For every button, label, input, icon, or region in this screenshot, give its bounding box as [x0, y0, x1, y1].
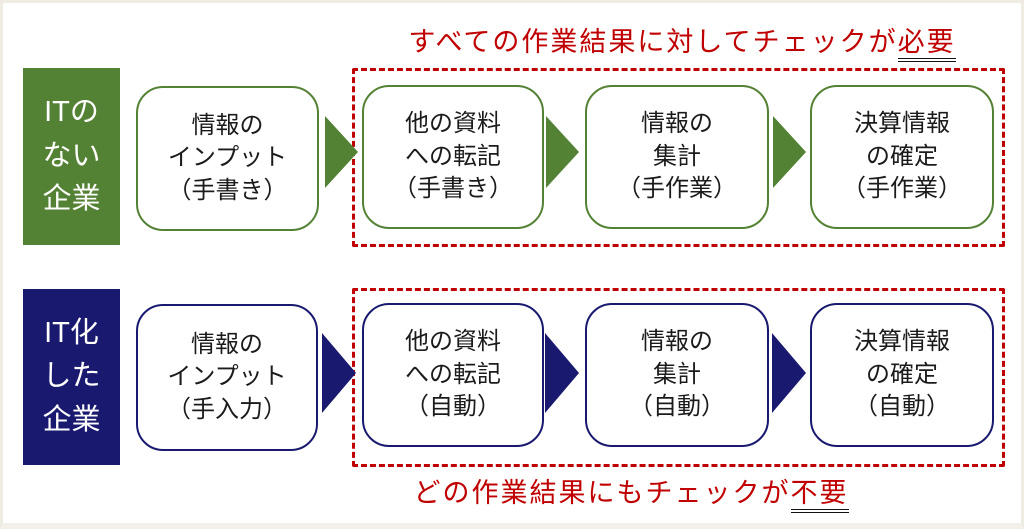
- caption-check-unneeded-emphasis: 不要: [790, 478, 849, 513]
- caption-check-required-emphasis: 必要: [897, 27, 956, 62]
- step-with-it-transcribe: 他の資料 への転記 （自動）: [362, 303, 544, 447]
- flow-arrow-icon: [773, 116, 806, 188]
- caption-check-unneeded-text: どの作業結果にもチェックが: [413, 478, 791, 508]
- caption-check-unneeded: どの作業結果にもチェックが不要: [301, 471, 961, 513]
- flow-arrow-icon: [546, 116, 579, 188]
- caption-check-required: すべての作業結果に対してチェックが必要: [352, 20, 1012, 62]
- step-no-it-aggregate: 情報の 集計 （手作業）: [585, 85, 769, 229]
- step-with-it-close: 決算情報 の確定 （自動）: [810, 303, 994, 447]
- row-label-with-it: IT化 した 企業: [23, 289, 120, 465]
- step-no-it-input: 情報の インプット （手書き）: [136, 86, 319, 231]
- caption-check-required-text: すべての作業結果に対してチェックが: [408, 27, 898, 57]
- step-no-it-close: 決算情報 の確定 （手作業）: [810, 85, 994, 229]
- step-no-it-transcribe: 他の資料 への転記 （手書き）: [362, 85, 544, 229]
- flow-arrow-icon: [772, 333, 806, 413]
- step-with-it-aggregate: 情報の 集計 （自動）: [585, 303, 769, 447]
- row-label-no-it: ITの ない 企業: [23, 68, 120, 245]
- flow-arrow-icon: [545, 333, 579, 413]
- flow-arrow-icon: [322, 333, 356, 413]
- step-with-it-input: 情報の インプット （手入力）: [136, 304, 318, 451]
- flow-arrow-icon: [325, 116, 358, 188]
